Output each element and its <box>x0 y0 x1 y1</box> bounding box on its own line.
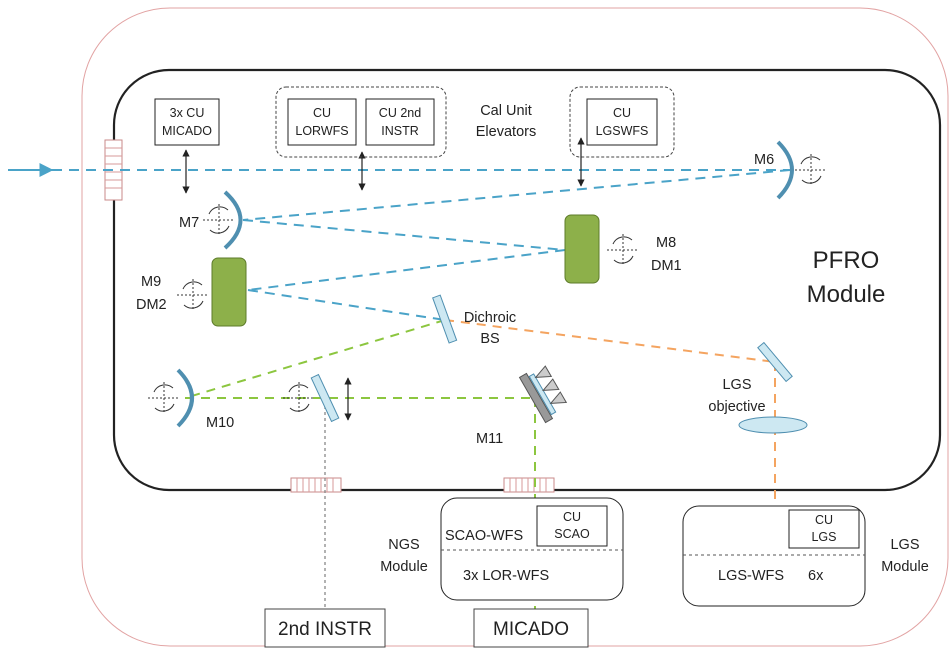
cu-lorwfs-label: CU <box>313 106 331 120</box>
lgs-objective-label: LGS <box>722 377 751 393</box>
cu-lgswfs-label: LGSWFS <box>596 124 649 138</box>
lgs-module-label: LGS <box>890 537 919 553</box>
m8-label: M8 <box>656 235 676 251</box>
cu-2nd-instr-label: INSTR <box>381 124 419 138</box>
orange-beam <box>444 319 776 512</box>
lgs-objective-label: objective <box>708 399 765 415</box>
lgs-fold-mirror <box>757 341 793 383</box>
fold-mirror-m10b <box>310 373 340 423</box>
tip-tilt-icon <box>283 382 315 414</box>
cal-unit-lgs-group-box <box>569 86 675 158</box>
instr2-box <box>264 608 386 648</box>
m10-label: M10 <box>206 415 234 431</box>
dm1-mirror <box>564 214 600 284</box>
tip-tilt-icon <box>177 279 209 311</box>
m9-label: M9 <box>141 274 161 290</box>
cu-micado-label: 3x CU <box>170 106 205 120</box>
cu-micado-label: MICADO <box>162 124 212 138</box>
cu-lgs-label: LGS <box>811 530 836 544</box>
cal-unit-group-box <box>275 86 447 158</box>
tip-tilt-icon <box>203 204 235 236</box>
cu-scao-label: SCAO <box>554 527 590 541</box>
cu-scao-label: CU <box>563 510 581 524</box>
ngs-module-label: Module <box>380 559 428 575</box>
instr2-label: 2nd INSTR <box>278 619 372 640</box>
tip-tilt-icon <box>148 382 180 414</box>
cu-2nd-instr-box <box>365 98 435 146</box>
dichroic-label: Dichroic <box>464 310 516 326</box>
dm2-label: DM2 <box>136 297 167 313</box>
blue-beam <box>8 163 791 321</box>
input-window-hatch <box>105 147 122 189</box>
lor-wfs-label: 3x LOR-WFS <box>463 568 549 584</box>
micado-label: MICADO <box>493 619 569 640</box>
cal-unit-elevators-label: Elevators <box>476 124 536 140</box>
cu-lgswfs-box <box>586 98 658 146</box>
tip-tilt-icon <box>795 154 827 186</box>
tip-tilt-icon <box>607 234 639 266</box>
cu-lgswfs-label: CU <box>613 106 631 120</box>
scao-wfs-label: SCAO-WFS <box>445 528 523 544</box>
dm1-label: DM1 <box>651 258 682 274</box>
m7-label: M7 <box>179 215 199 231</box>
cu-micado-box <box>154 98 220 146</box>
lgs-module-label: Module <box>881 559 929 575</box>
pfro-module-label: PFRO <box>813 247 880 274</box>
cu-scao-box <box>536 505 608 547</box>
dichroic-label: BS <box>480 331 499 347</box>
pfro-module-label: Module <box>807 281 886 308</box>
dm2-mirror <box>211 257 247 327</box>
cal-unit-elevators-label: Cal Unit <box>480 103 532 119</box>
m6-mirror <box>776 140 794 200</box>
lgs-objective-lens <box>738 416 808 434</box>
bottom-window-right <box>503 477 555 493</box>
m11-label: M11 <box>476 431 503 447</box>
cu-lorwfs-label: LORWFS <box>295 124 348 138</box>
cu-lgs-box <box>788 509 860 549</box>
m11-mirror <box>518 365 568 424</box>
m10-mirror <box>176 368 194 428</box>
bottom-window-left <box>290 477 342 493</box>
cu-lgs-label: CU <box>815 513 833 527</box>
dichroic-bs <box>432 294 458 344</box>
ngs-module-label: NGS <box>388 537 419 553</box>
micado-box <box>473 608 589 648</box>
lgs-wfs-count: 6x <box>808 568 824 584</box>
m6-label: M6 <box>754 152 774 168</box>
m7-mirror <box>223 190 243 250</box>
cu-2nd-instr-label: CU 2nd <box>379 106 421 120</box>
cu-lorwfs-box <box>287 98 357 146</box>
lgs-wfs-label: LGS-WFS <box>718 568 784 584</box>
